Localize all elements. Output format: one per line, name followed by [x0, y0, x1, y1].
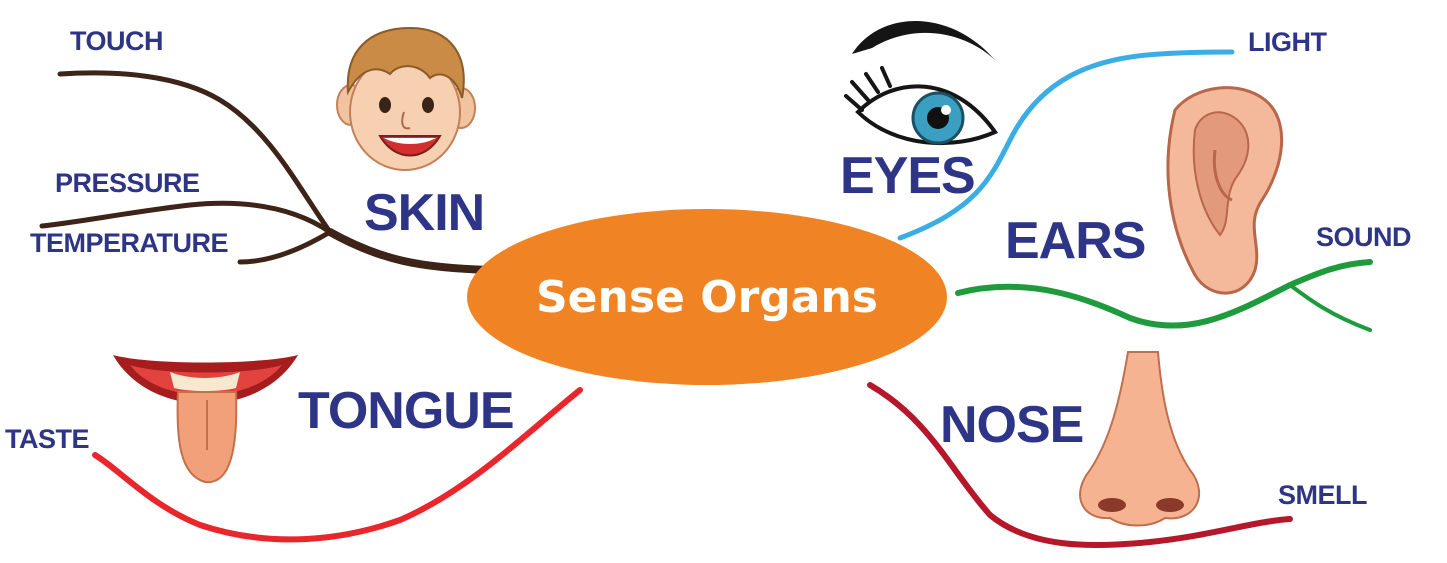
nose-label: NOSE — [940, 395, 1083, 455]
touch-branch — [60, 73, 330, 232]
nose-icon — [1080, 352, 1199, 526]
temperature-branch — [240, 232, 330, 262]
tongue-mouth-icon — [113, 355, 298, 482]
sound-label: SOUND — [1316, 222, 1411, 253]
center-title: Sense Organs — [470, 222, 944, 372]
skin-label: SKIN — [364, 183, 484, 243]
ear-icon — [1168, 88, 1282, 294]
touch-label: TOUCH — [70, 26, 163, 57]
ears-branch — [958, 262, 1370, 326]
ears-label: EARS — [1005, 211, 1145, 271]
tongue-label: TONGUE — [298, 381, 514, 441]
eyes-label: EYES — [840, 146, 975, 206]
ears-branch-tail — [1290, 285, 1370, 330]
boy-face-icon — [337, 28, 475, 170]
smell-label: SMELL — [1278, 480, 1367, 511]
pressure-label: PRESSURE — [55, 168, 200, 199]
eye-icon — [846, 21, 995, 143]
light-label: LIGHT — [1248, 27, 1327, 58]
taste-label: TASTE — [5, 424, 89, 455]
temperature-label: TEMPERATURE — [30, 228, 228, 259]
